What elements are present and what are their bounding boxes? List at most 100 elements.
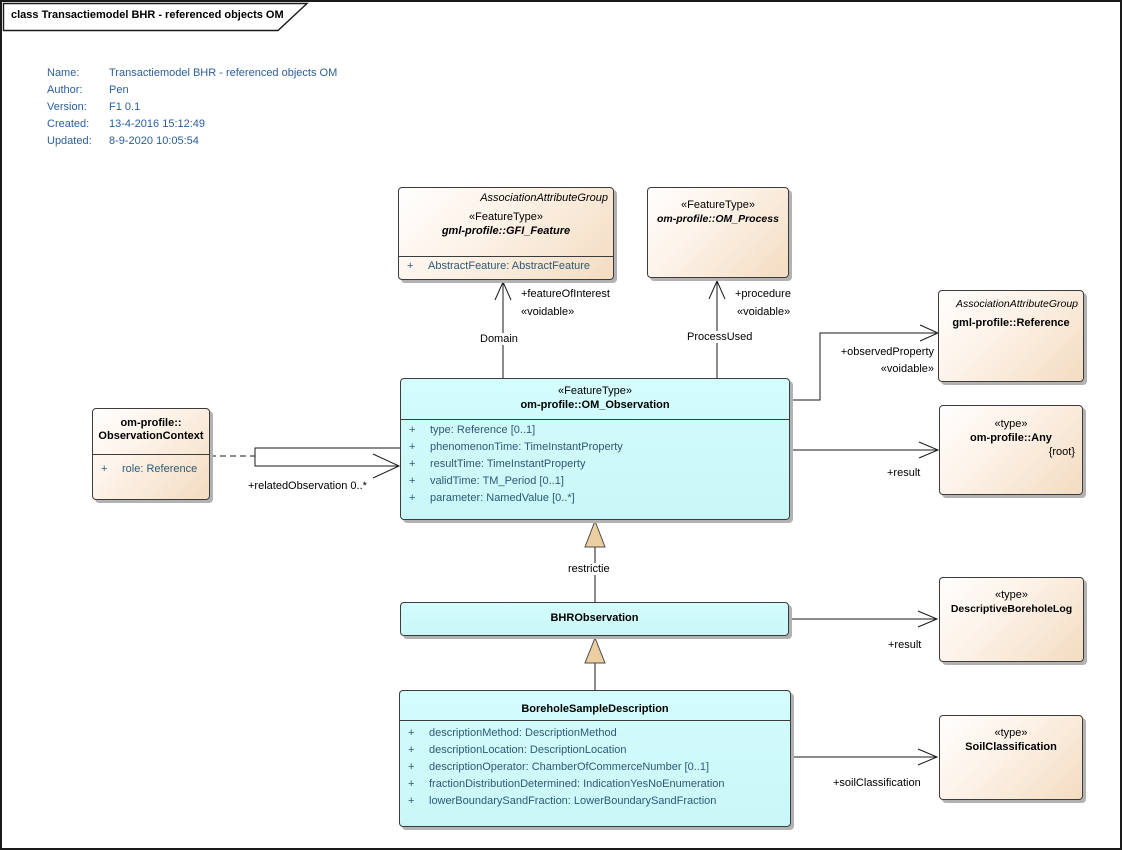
stereotype-voidable: «voidable»	[880, 363, 934, 375]
meta-label: Updated:	[47, 135, 92, 147]
attribute: + type: Reference [0..1]	[401, 423, 789, 440]
association-result-bhr[interactable]	[789, 610, 939, 628]
meta-value: 8-9-2020 10:05:54	[109, 135, 199, 147]
stereotype-label: «FeatureType»	[469, 211, 543, 223]
class-any[interactable]: «type» om-profile::Any {root}	[939, 405, 1083, 495]
class-name: SoilClassification	[965, 741, 1057, 753]
visibility: +	[409, 424, 416, 436]
attribute-compartment: + descriptionMethod: DescriptionMethod +…	[400, 720, 790, 826]
meta-value: 13-4-2016 15:12:49	[109, 118, 206, 130]
meta-label: Created:	[47, 118, 90, 130]
attribute-text: type: Reference [0..1]	[430, 424, 536, 436]
open-arrowhead	[708, 279, 726, 300]
class-name: om-profile::OM_Process	[657, 213, 779, 225]
class-name: gml-profile::Reference	[952, 317, 1070, 329]
class-header: «type» SoilClassification	[940, 716, 1082, 799]
open-arrowhead	[917, 610, 939, 628]
stereotype-voidable: «voidable»	[737, 306, 791, 318]
class-name: BoreholeSampleDescription	[521, 703, 669, 715]
class-reference[interactable]: AssociationAttributeGroup gml-profile::R…	[938, 290, 1084, 382]
constraint-label: {root}	[1048, 446, 1075, 458]
generalization-restrictie[interactable]	[584, 519, 606, 603]
association-result-observation[interactable]	[790, 441, 940, 459]
attribute-compartment: + AbstractFeature: AbstractFeature	[399, 256, 613, 279]
visibility: +	[409, 492, 416, 504]
visibility: +	[407, 260, 414, 272]
class-borehole-sample-description[interactable]: BoreholeSampleDescription + descriptionM…	[399, 690, 791, 827]
visibility: +	[101, 463, 108, 475]
open-arrowhead	[372, 453, 401, 479]
class-om-observation[interactable]: «FeatureType» om-profile::OM_Observation…	[400, 378, 790, 520]
class-name: om-profile::Any	[970, 432, 1052, 444]
role-result-observation: +result	[887, 467, 921, 479]
visibility: +	[408, 778, 415, 790]
class-descriptive-borehole-log[interactable]: «type» DescriptiveBoreholeLog	[939, 577, 1084, 662]
class-header: BoreholeSampleDescription	[400, 691, 790, 720]
class-header: «type» om-profile::Any {root}	[940, 406, 1082, 494]
class-header: BHRObservation	[401, 603, 788, 635]
class-name: BHRObservation	[550, 612, 639, 624]
open-arrowhead	[917, 748, 939, 766]
stereotype-label: «FeatureType»	[681, 199, 755, 211]
diagram-frame-title: class Transactiemodel BHR - referenced o…	[11, 9, 284, 21]
attribute-text: AbstractFeature: AbstractFeature	[428, 260, 591, 272]
open-arrowhead	[918, 441, 940, 459]
class-header: «type» DescriptiveBoreholeLog	[940, 578, 1083, 661]
attribute: + AbstractFeature: AbstractFeature	[399, 259, 613, 276]
generalization-name-restrictie: restrictie	[566, 563, 612, 575]
attribute-text: descriptionLocation: DescriptionLocation	[429, 744, 627, 756]
attribute: + lowerBoundarySandFraction: LowerBounda…	[400, 794, 790, 811]
class-name-line1: om-profile::	[120, 417, 182, 429]
generalization-borehole-sample[interactable]	[584, 636, 606, 690]
visibility: +	[409, 475, 416, 487]
association-soil-classification[interactable]	[791, 748, 939, 766]
attribute-text: resultTime: TimeInstantProperty	[430, 458, 586, 470]
role-procedure: +procedure	[735, 288, 791, 300]
generalization-arrowhead	[584, 636, 606, 664]
role-result-bhr: +result	[888, 639, 922, 651]
meta-row-created: Created: 13-4-2016 15:12:49	[47, 117, 337, 134]
attribute-text: parameter: NamedValue [0..*]	[430, 492, 575, 504]
class-soil-classification[interactable]: «type» SoilClassification	[939, 715, 1083, 800]
visibility: +	[408, 761, 415, 773]
association-feature-of-interest[interactable]	[494, 280, 512, 378]
visibility: +	[408, 744, 415, 756]
visibility: +	[409, 441, 416, 453]
stereotype-voidable: «voidable»	[521, 306, 575, 318]
class-bhr-observation[interactable]: BHRObservation	[400, 602, 789, 636]
class-name-line2: ObservationContext	[98, 430, 204, 442]
meta-value: Transactiemodel BHR - referenced objects…	[109, 67, 338, 79]
attribute-text: role: Reference	[122, 463, 198, 475]
role-soil-classification: +soilClassification	[833, 777, 921, 789]
attribute: + validTime: TM_Period [0..1]	[401, 474, 789, 491]
role-observed-property: +observedProperty	[840, 346, 934, 358]
meta-label: Version:	[47, 101, 87, 113]
association-related-observation[interactable]	[210, 447, 401, 479]
class-name: gml-profile::GFI_Feature	[441, 225, 571, 237]
class-om-process[interactable]: «FeatureType» om-profile::OM_Process	[647, 187, 789, 278]
class-observation-context[interactable]: om-profile:: ObservationContext + role: …	[92, 408, 210, 500]
class-gfi-feature[interactable]: AssociationAttributeGroup «FeatureType» …	[398, 187, 614, 280]
open-arrowhead	[494, 280, 512, 301]
stereotype-label: «type»	[994, 589, 1029, 601]
visibility: +	[408, 795, 415, 807]
visibility: +	[408, 727, 415, 739]
attribute: + descriptionLocation: DescriptionLocati…	[400, 743, 790, 760]
attribute: + resultTime: TimeInstantProperty	[401, 457, 789, 474]
association-procedure[interactable]	[708, 279, 726, 378]
stereotype-label: «type»	[994, 727, 1028, 739]
class-header: AssociationAttributeGroup gml-profile::R…	[939, 291, 1083, 381]
stereotype-label: «type»	[994, 418, 1028, 430]
class-header: om-profile:: ObservationContext	[93, 409, 209, 454]
meta-row-name: Name: Transactiemodel BHR - referenced o…	[47, 66, 337, 83]
attribute-text: lowerBoundarySandFraction: LowerBoundary…	[429, 795, 717, 807]
attribute: + descriptionOperator: ChamberOfCommerce…	[400, 760, 790, 777]
meta-value: F1 0.1	[109, 101, 141, 113]
frame-title-tab	[2, 2, 309, 32]
attribute-compartment: + role: Reference	[93, 454, 209, 499]
attribute: + descriptionMethod: DescriptionMethod	[400, 726, 790, 743]
meta-label: Author:	[47, 84, 83, 96]
visibility: +	[409, 458, 416, 470]
